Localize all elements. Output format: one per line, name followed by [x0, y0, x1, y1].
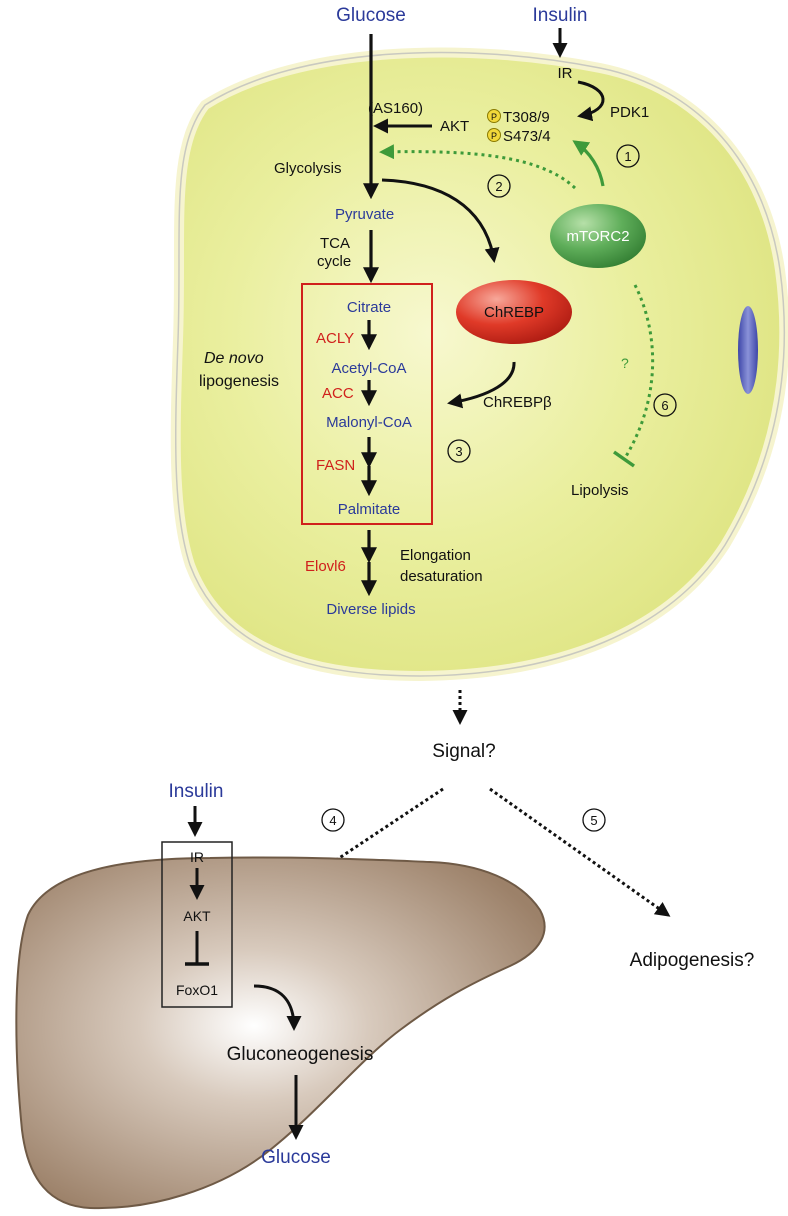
- svg-text:6: 6: [661, 398, 668, 413]
- svg-text:4: 4: [329, 813, 336, 828]
- svg-text:5: 5: [590, 813, 597, 828]
- step-2-marker: 2: [487, 174, 511, 198]
- elongation-label-line2: desaturation: [400, 568, 483, 585]
- step-5-marker: 5: [582, 808, 606, 832]
- malonylcoa-label: Malonyl-CoA: [326, 414, 412, 431]
- acc-label: ACC: [322, 385, 354, 402]
- mtorc2-to-akt-arrow: [572, 140, 605, 187]
- liver-glucose-output-label: Glucose: [261, 1147, 331, 1168]
- step-3-marker: 3: [447, 439, 471, 463]
- ir-to-phospho-arrow: [577, 80, 605, 122]
- diverse-lipids-label: Diverse lipids: [326, 601, 415, 618]
- signal-to-liver-arrow: [255, 787, 444, 914]
- liver-akt-label: AKT: [183, 908, 211, 924]
- step-1-marker: 1: [616, 144, 640, 168]
- liver-shape: [15, 856, 546, 1210]
- palmitate-label: Palmitate: [338, 501, 401, 518]
- chrebp-beta-label: ChREBPβ: [483, 394, 552, 411]
- t308-label: T308/9: [503, 109, 550, 126]
- liver-ir-label: IR: [190, 849, 204, 865]
- gluconeogenesis-label: Gluconeogenesis: [227, 1044, 374, 1065]
- phospho-t308: P T308/9: [487, 109, 550, 126]
- liver-insulin-label: Insulin: [169, 781, 224, 802]
- akt-label: AKT: [440, 118, 469, 135]
- question-mark: ?: [621, 355, 629, 371]
- glycolysis-label: Glycolysis: [274, 160, 342, 177]
- denovo-label-line1: De novo: [204, 350, 264, 367]
- denovo-label-line2: lipogenesis: [199, 373, 279, 390]
- s473-label: S473/4: [503, 128, 551, 145]
- svg-text:3: 3: [455, 444, 462, 459]
- step-6-marker: 6: [653, 393, 677, 417]
- fasn-label: FASN: [316, 457, 355, 474]
- glucose-to-chrebp-arrow: [381, 178, 500, 263]
- mtorc2-to-lipolysis-inhibit: [623, 284, 655, 459]
- phospho-p-icon: P: [491, 131, 497, 141]
- lipolysis-label: Lipolysis: [571, 482, 629, 499]
- insulin-input-label: Insulin: [533, 5, 588, 26]
- svg-text:1: 1: [624, 149, 631, 164]
- chrebp-node: [456, 280, 572, 344]
- foxo1-label: FoxO1: [176, 982, 218, 998]
- foxo1-to-gluconeogenesis-arrow: [253, 984, 302, 1031]
- chrebp-to-lipogenesis-arrow: [447, 361, 516, 409]
- glucose-input-label: Glucose: [336, 5, 406, 26]
- liver-signaling-box: [161, 841, 233, 1008]
- acly-label: ACLY: [316, 330, 354, 347]
- ir-label: IR: [558, 65, 573, 82]
- pyruvate-label: Pyruvate: [335, 206, 394, 223]
- svg-text:2: 2: [495, 179, 502, 194]
- chrebp-label: ChREBP: [484, 304, 544, 321]
- lipolysis-inhibit-bar: [612, 450, 636, 468]
- citrate-label: Citrate: [347, 299, 391, 316]
- acetylcoa-label: Acetyl-CoA: [331, 360, 406, 377]
- mtorc2-to-glycolysis-arrow: [379, 144, 577, 190]
- elovl6-label: Elovl6: [305, 558, 346, 575]
- tca-label-line1: TCA: [320, 235, 350, 252]
- mtorc2-label: mTORC2: [566, 228, 629, 245]
- signal-to-adipogenesis-arrow: [489, 787, 671, 917]
- elongation-label-line1: Elongation: [400, 547, 471, 564]
- phospho-s473: P S473/4: [487, 128, 551, 145]
- mtorc2-node: [550, 204, 646, 268]
- nucleus: [738, 306, 758, 394]
- signal-label: Signal?: [432, 741, 495, 762]
- step-4-marker: 4: [321, 808, 345, 832]
- lipogenesis-box: [301, 283, 433, 525]
- as160-label: (AS160): [368, 100, 423, 117]
- phospho-p-icon: P: [491, 112, 497, 122]
- tca-label-line2: cycle: [317, 253, 351, 270]
- pdk1-label: PDK1: [610, 104, 649, 121]
- adipogenesis-label: Adipogenesis?: [630, 950, 755, 971]
